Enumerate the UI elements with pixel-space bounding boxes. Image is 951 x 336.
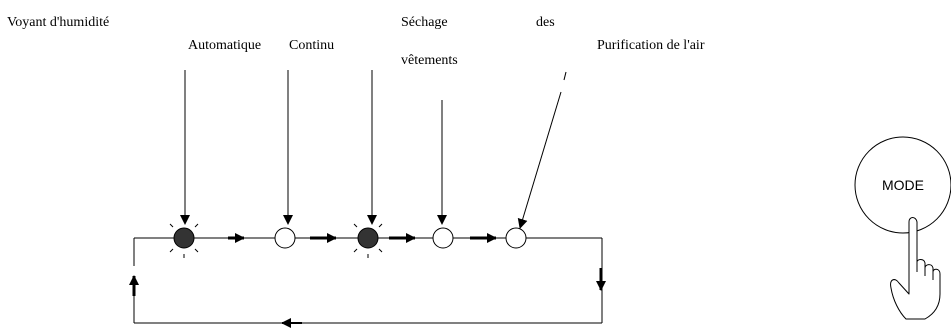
mode-button[interactable]: MODE — [854, 136, 951, 234]
mode-button-label: MODE — [882, 177, 924, 193]
pointer-lines — [180, 70, 567, 229]
unlit-lamp-icon — [274, 227, 296, 249]
cycle-loop — [133, 237, 603, 324]
label-air-purification: Purification de l'air — [597, 38, 705, 53]
label-drying-line2: vêtements — [401, 53, 458, 68]
finger-crease-lines — [916, 262, 934, 280]
label-drying-line1: Séchage — [401, 15, 448, 30]
pointer-purification-tick — [563, 71, 567, 81]
label-continuous: Continu — [289, 38, 335, 53]
glowing-lamp-icon — [348, 223, 388, 258]
label-automatic: Automatique — [188, 38, 262, 53]
label-humidity-indicator: Voyant d'humidité — [7, 15, 110, 30]
pressing-finger-icon — [890, 217, 941, 320]
glowing-lamp-icon — [164, 223, 204, 258]
unlit-lamp-icon — [432, 227, 454, 249]
unlit-lamp-icon — [505, 227, 527, 249]
flow-arrows — [129, 233, 606, 328]
label-drying-word2: des — [536, 15, 555, 30]
pointer-purification — [517, 91, 562, 229]
